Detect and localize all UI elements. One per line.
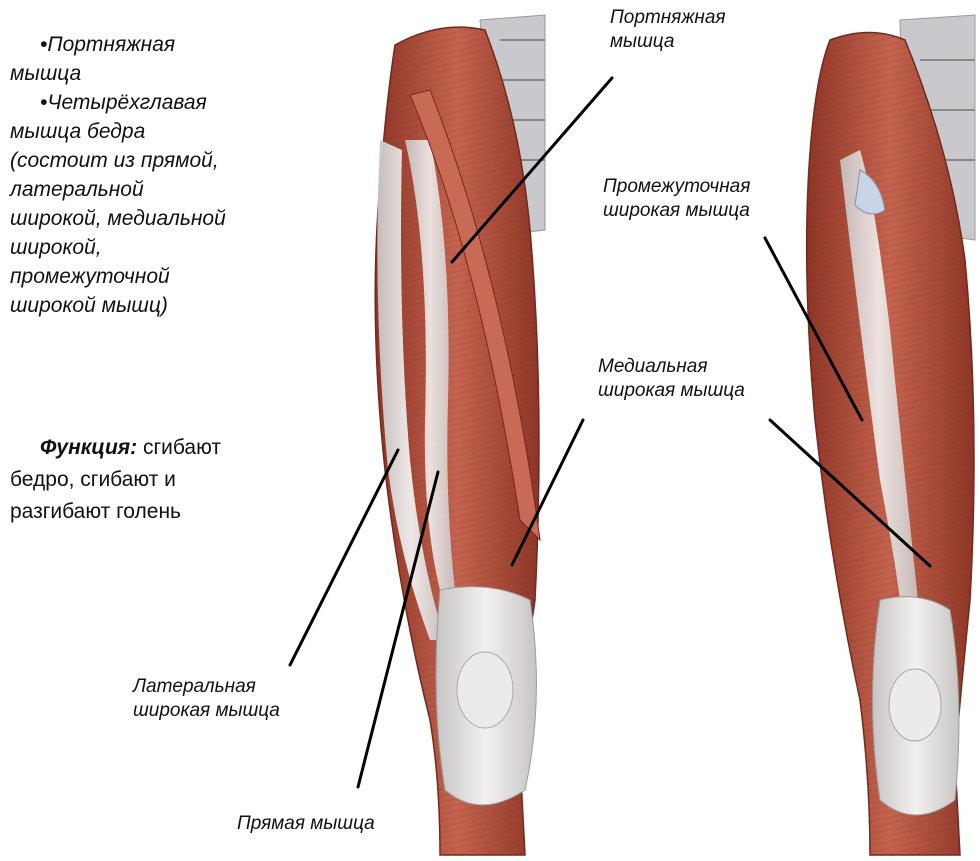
label-line: широкая мышца bbox=[133, 699, 280, 723]
lateral-label: Латеральная широкая мышца bbox=[133, 675, 280, 723]
label-line: Латеральная bbox=[133, 675, 280, 699]
left-patella bbox=[457, 652, 513, 728]
lateral-pointer bbox=[290, 450, 398, 665]
right-patella bbox=[889, 669, 941, 741]
medial-label: Медиальная широкая мышца bbox=[598, 355, 745, 403]
label-line: Промежуточная bbox=[603, 175, 750, 199]
label-line: Медиальная bbox=[598, 355, 745, 379]
left-leg-figure bbox=[375, 15, 545, 855]
label-line: широкая мышца bbox=[598, 379, 745, 403]
right-leg-figure bbox=[807, 15, 975, 855]
intermediate-label: Промежуточная широкая мышца bbox=[603, 175, 750, 223]
label-line: широкая мышца bbox=[603, 199, 750, 223]
label-line: Портняжная bbox=[610, 6, 726, 30]
label-line: мышца bbox=[610, 30, 726, 54]
sartorius-label: Портняжная мышца bbox=[610, 6, 726, 54]
rectus-label: Прямая мышца bbox=[237, 812, 375, 836]
label-line: Прямая мышца bbox=[237, 812, 375, 836]
